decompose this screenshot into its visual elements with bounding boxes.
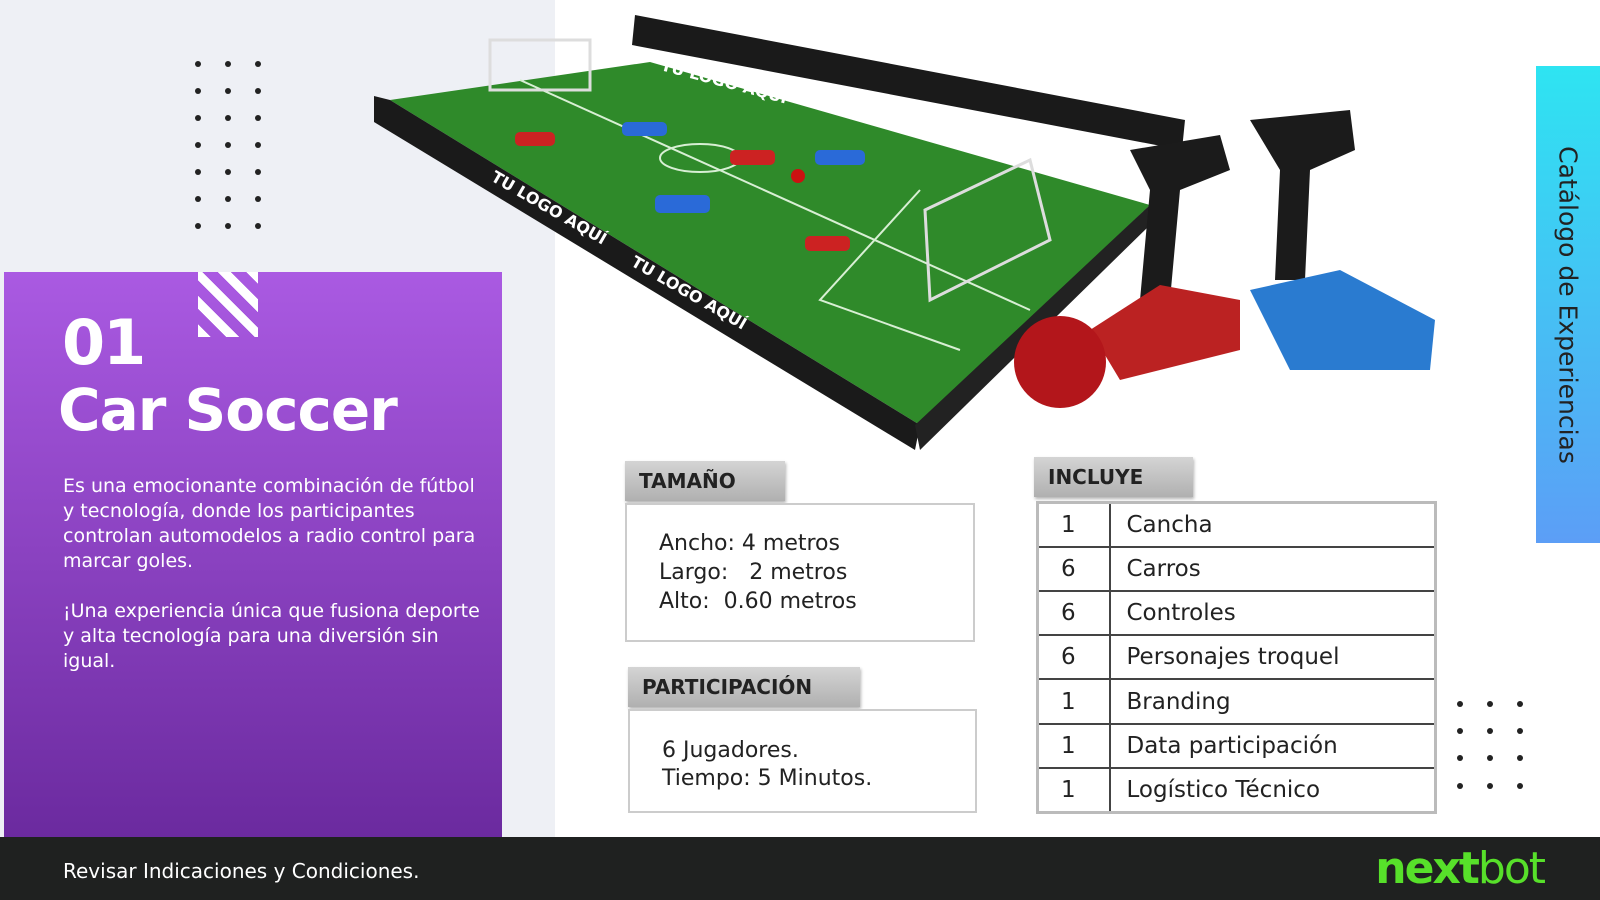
item-name: Carros	[1108, 546, 1437, 593]
dot	[255, 169, 261, 175]
experience-number: 01	[62, 306, 146, 379]
item-name: Personajes troquel	[1108, 634, 1437, 681]
dot	[195, 223, 201, 229]
item-quantity: 6	[1036, 546, 1111, 593]
dot	[255, 223, 261, 229]
dot	[195, 196, 201, 202]
item-name: Branding	[1108, 678, 1437, 725]
dot	[225, 196, 231, 202]
tagline-text: ¡Una experiencia única que fusiona depor…	[63, 600, 480, 672]
goal-left	[488, 38, 592, 92]
item-name: Data participación	[1108, 722, 1437, 769]
participation-header: PARTICIPACIÓN	[628, 667, 860, 707]
dot	[255, 115, 261, 121]
dot	[1457, 728, 1463, 734]
item-name: Cancha	[1108, 501, 1437, 549]
dot	[1487, 728, 1493, 734]
description-text: Es una emocionante combinación de fútbol…	[63, 475, 476, 572]
size-header: TAMAÑO	[625, 461, 785, 501]
dot	[1517, 728, 1523, 734]
item-quantity: 6	[1036, 590, 1111, 637]
size-width: Ancho: 4 metros	[659, 531, 840, 556]
item-quantity: 1	[1036, 722, 1111, 769]
size-length: Largo: 2 metros	[659, 560, 848, 585]
description-panel	[4, 272, 502, 837]
car-soccer-field-image: TU LOGO AQUÍ TU LOGO AQUÍ TU LOGO AQUÍ T…	[374, 15, 1435, 450]
dot	[225, 223, 231, 229]
dot	[195, 88, 201, 94]
size-box: Ancho: 4 metros Largo: 2 metros Alto: 0.…	[625, 503, 975, 642]
dot	[1487, 755, 1493, 761]
experience-title: Car Soccer	[58, 376, 398, 444]
rc-car-blue	[1250, 270, 1435, 370]
rc-controllers	[1130, 110, 1355, 300]
size-height: Alto: 0.60 metros	[659, 589, 857, 614]
dot	[1517, 755, 1523, 761]
nextbot-logo: nextbot	[1375, 843, 1546, 894]
players-count: 6 Jugadores.	[662, 738, 799, 763]
stripes-decoration	[198, 272, 258, 337]
item-quantity: 1	[1036, 678, 1111, 725]
item-quantity: 1	[1036, 766, 1111, 814]
dot	[225, 142, 231, 148]
includes-header: INCLUYE	[1034, 457, 1193, 497]
goal-right	[923, 157, 1052, 303]
dot	[1457, 701, 1463, 707]
dot	[1517, 701, 1523, 707]
item-quantity: 1	[1036, 501, 1111, 549]
side-wall	[374, 96, 920, 450]
dot	[1487, 701, 1493, 707]
dot	[225, 115, 231, 121]
dot	[225, 61, 231, 67]
item-quantity: 6	[1036, 634, 1111, 681]
catalog-side-tab: Catálogo de Experiencias	[1536, 66, 1600, 543]
catalog-label: Catálogo de Experiencias	[1553, 145, 1583, 464]
dot	[195, 169, 201, 175]
dot	[1517, 783, 1523, 789]
dot	[1487, 783, 1493, 789]
conditions-note: Revisar Indicaciones y Condiciones.	[63, 859, 420, 883]
item-name: Logístico Técnico	[1108, 766, 1437, 814]
item-name: Controles	[1108, 590, 1437, 637]
dot	[1457, 783, 1463, 789]
dot	[255, 61, 261, 67]
duration: Tiempo: 5 Minutos.	[662, 766, 873, 791]
rc-car-red	[1090, 285, 1240, 380]
participation-box: 6 Jugadores. Tiempo: 5 Minutos.	[628, 709, 977, 813]
dot	[255, 88, 261, 94]
field	[390, 62, 1150, 425]
dot	[225, 88, 231, 94]
dot	[195, 142, 201, 148]
ball	[1014, 316, 1106, 408]
dot	[225, 169, 231, 175]
dot	[195, 115, 201, 121]
dot	[255, 142, 261, 148]
back-wall	[632, 15, 1185, 150]
dot	[1457, 755, 1463, 761]
footer-bar: Revisar Indicaciones y Condiciones. next…	[0, 837, 1600, 900]
dot	[195, 61, 201, 67]
dot	[255, 196, 261, 202]
